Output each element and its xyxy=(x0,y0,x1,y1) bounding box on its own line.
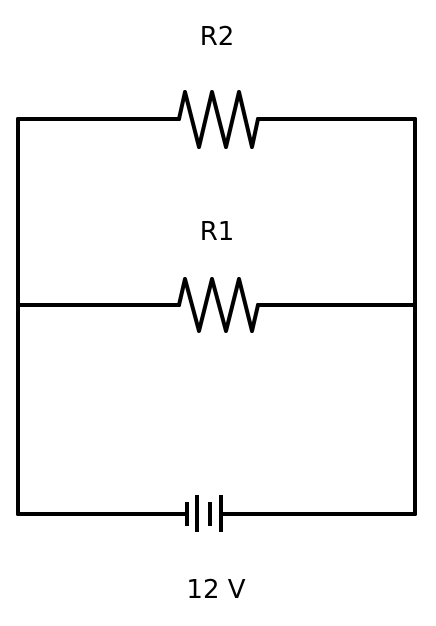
resistor-r2-zigzag xyxy=(177,90,260,149)
resistor-r2-label: R2 xyxy=(199,22,235,52)
battery-voltage-label: 12 V xyxy=(186,575,246,605)
resistor-r1-label: R1 xyxy=(199,217,235,247)
resistor-r1-zigzag xyxy=(177,277,260,333)
